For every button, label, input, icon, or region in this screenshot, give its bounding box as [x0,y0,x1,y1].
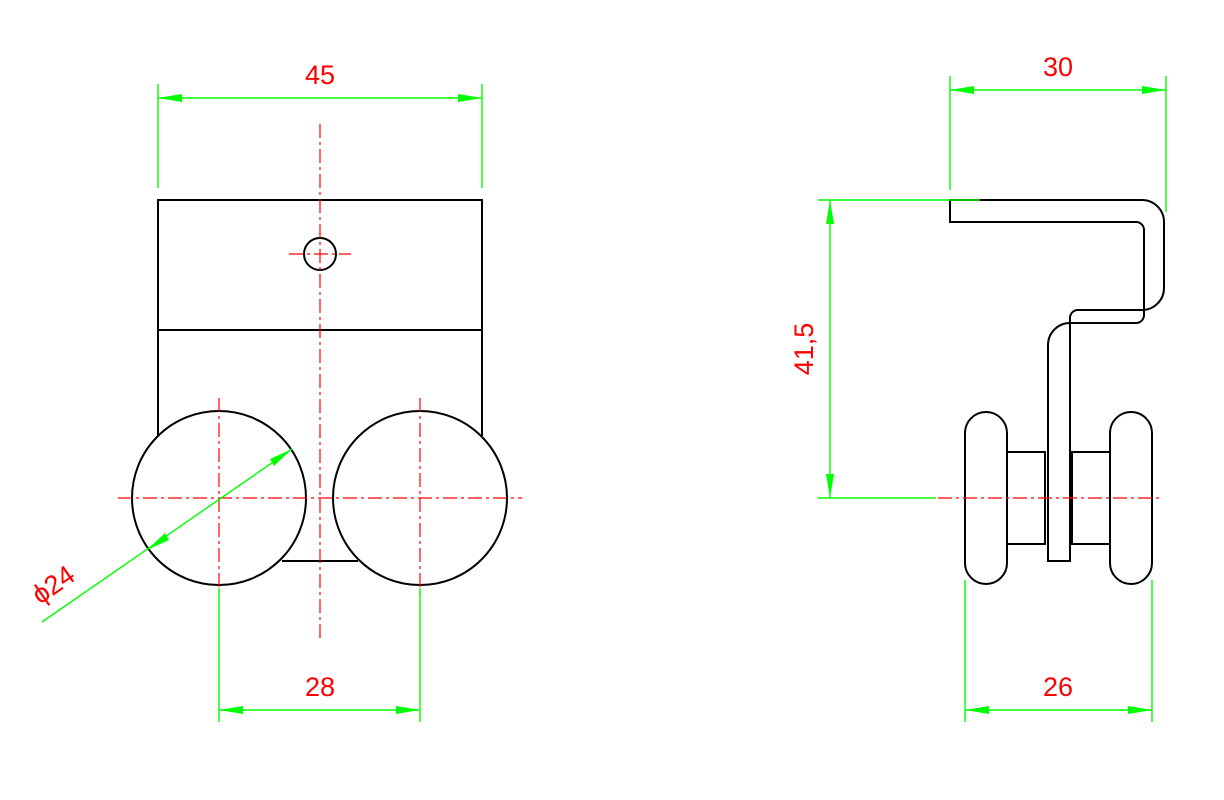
dimension-wheel-diameter: ϕ24 [26,448,293,623]
dimension-wheel-spacing-label: 28 [305,672,335,702]
dimension-side-depth: 30 [949,52,1167,212]
dimension-front-width: 45 [157,60,483,188]
dimension-side-wheel-width: 26 [964,580,1153,722]
side-bracket [949,199,1165,562]
dimension-side-height-label: 41,5 [789,323,819,376]
dimension-side-wheel-width-label: 26 [1043,672,1073,702]
dimension-side-depth-label: 30 [1043,52,1073,82]
dimension-wheel-spacing: 28 [218,588,421,722]
dimension-side-height: 41,5 [789,199,980,499]
front-view: 45 28 ϕ24 [26,60,522,722]
dimension-wheel-diameter-label: ϕ24 [26,559,80,609]
side-view: 30 41,5 26 [789,52,1167,722]
dimension-front-width-label: 45 [305,60,335,90]
front-body-sides [157,330,483,436]
